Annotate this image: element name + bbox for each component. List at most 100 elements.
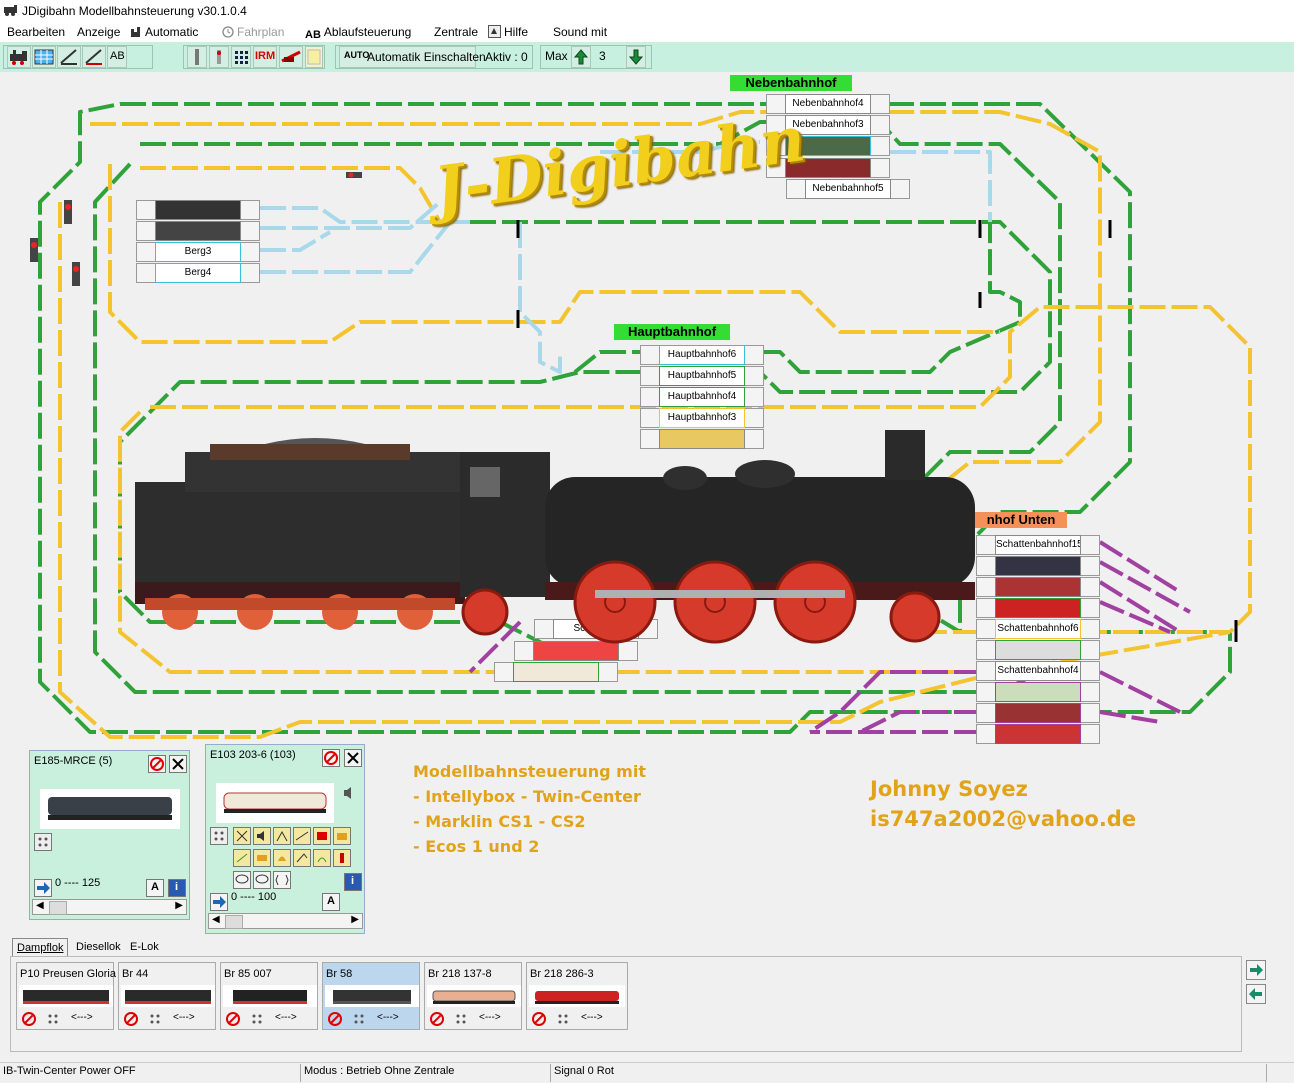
track-slot-schatten-lower-1[interactable] [514, 641, 638, 661]
info-button[interactable]: i [168, 879, 186, 897]
track-slot-schatten-occupied-3[interactable] [976, 598, 1100, 618]
track-yellow-inner[interactable] [58, 202, 1001, 739]
track-slot-nebenbahnhof4[interactable]: Nebenbahnhof4 [766, 94, 890, 114]
track-slot-hauptbahnhof-occupied[interactable] [640, 429, 764, 449]
gallery-next-button[interactable] [1246, 960, 1266, 980]
signal-tool-button[interactable] [187, 46, 207, 68]
track-purple[interactable] [468, 540, 1191, 734]
note-tool-button[interactable] [305, 46, 323, 68]
stop-icon[interactable] [429, 1011, 445, 1027]
track-slot-berg1[interactable] [136, 200, 260, 220]
track-slot-hauptbahnhof3[interactable]: Hauptbahnhof3 [640, 408, 764, 428]
dots-icon[interactable] [249, 1011, 265, 1027]
address-button[interactable]: A [146, 879, 164, 897]
track-green-mid[interactable] [118, 220, 1052, 649]
track-slot-schattenbahnhof4[interactable]: Schattenbahnhof4 [976, 661, 1100, 681]
track-slot-nebenbahnhof3[interactable]: Nebenbahnhof3 [766, 115, 890, 135]
tab-dampflok[interactable]: Dampflok [12, 938, 69, 956]
locomotive-tool-button[interactable] [7, 46, 31, 68]
track-slot-schatten-lower-2[interactable] [494, 662, 618, 682]
max-down-button[interactable] [626, 46, 646, 68]
function-f11-button[interactable] [313, 849, 331, 867]
track-yellow-hb-inner[interactable] [150, 305, 1252, 634]
track-slot-schatten-occupied-6[interactable] [976, 703, 1100, 723]
track-draw-button[interactable] [82, 46, 106, 68]
function-f12-button[interactable] [333, 849, 351, 867]
menu-fahrplan[interactable]: Fahrplan [222, 25, 284, 39]
track-slot-hauptbahnhof4[interactable]: Hauptbahnhof4 [640, 387, 764, 407]
function-f9-button[interactable] [273, 849, 291, 867]
track-layout-canvas[interactable]: Nebenbahnhof Hauptbahnhof nhof Unten Neb… [0, 72, 1294, 934]
ab-tool-button[interactable]: AB [107, 46, 127, 68]
function-f13-button[interactable] [233, 871, 251, 889]
info-button[interactable]: i [344, 873, 362, 891]
dots-tool-button[interactable] [231, 46, 251, 68]
close-button[interactable] [344, 749, 362, 767]
track-slot-schatten-occupied-5[interactable] [976, 682, 1100, 702]
function-f15-button[interactable] [273, 871, 291, 889]
track-slot-schatten-occupied-4[interactable] [976, 640, 1100, 660]
signal-light-icon[interactable] [346, 170, 362, 180]
track-slot-schattenbahnhof6[interactable]: Schattenbahnhof6 [976, 619, 1100, 639]
function-f7-button[interactable] [233, 849, 251, 867]
direction-button[interactable] [210, 893, 228, 911]
stop-button[interactable] [148, 755, 166, 773]
stop-icon[interactable] [21, 1011, 37, 1027]
grid-tool-button[interactable] [32, 46, 56, 68]
track-slot-nebenbahnhof-occupied-2[interactable] [766, 158, 890, 178]
steam-train-button[interactable] [279, 46, 303, 68]
lok-card-br44[interactable]: Br 44 <---> [118, 962, 216, 1030]
track-green-outer[interactable] [38, 102, 1232, 734]
function-f3-button[interactable] [273, 827, 291, 845]
function-f8-button[interactable] [253, 849, 271, 867]
function-f6-button[interactable] [333, 827, 351, 845]
stop-icon[interactable] [123, 1011, 139, 1027]
menu-anzeige[interactable]: Anzeige [77, 25, 121, 39]
track-slot-schatten-occupied-1[interactable] [976, 556, 1100, 576]
function-dots-button[interactable] [34, 833, 52, 851]
tab-diesellok[interactable]: Diesellok [76, 941, 121, 953]
contact-tool-button[interactable] [209, 46, 229, 68]
track-slot-nebenbahnhof-occupied[interactable] [766, 136, 890, 156]
menu-hilfe[interactable]: Hilfe [488, 25, 528, 39]
dots-icon[interactable] [555, 1011, 571, 1027]
stop-icon[interactable] [225, 1011, 241, 1027]
track-slot-schattenbahnhof15[interactable]: Schattenbahnhof15 [976, 535, 1100, 555]
stop-icon[interactable] [327, 1011, 343, 1027]
max-up-button[interactable] [571, 46, 591, 68]
close-button[interactable] [169, 755, 187, 773]
signal-light-icon[interactable] [70, 262, 82, 286]
menu-zentrale[interactable]: Zentrale [434, 25, 479, 39]
lok-card-br85[interactable]: Br 85 007 <---> [220, 962, 318, 1030]
track-yellow-loop[interactable] [108, 164, 1000, 344]
track-edit-button[interactable] [57, 46, 81, 68]
function-f5-button[interactable] [313, 827, 331, 845]
speaker-icon[interactable] [342, 785, 356, 801]
track-slot-hauptbahnhof5[interactable]: Hauptbahnhof5 [640, 366, 764, 386]
signal-light-icon[interactable] [28, 238, 40, 262]
speed-slider[interactable]: ◀ ▶ [208, 913, 363, 929]
lok-card-br218-286[interactable]: Br 218 286-3 <---> [526, 962, 628, 1030]
menu-automatic[interactable]: Automatic [130, 25, 198, 39]
signal-light-icon[interactable] [62, 200, 74, 224]
lok-control-panel-2[interactable]: E103 203-6 (103) i [205, 744, 365, 934]
track-slot-schatten-occupied-2[interactable] [976, 577, 1100, 597]
gallery-prev-button[interactable] [1246, 984, 1266, 1004]
track-slot-schatten-occupied-7[interactable] [976, 724, 1100, 744]
speed-slider[interactable]: ◀ ▶ [32, 899, 187, 915]
address-button[interactable]: A [322, 893, 340, 911]
function-f2-button[interactable] [253, 827, 271, 845]
direction-button[interactable] [34, 879, 52, 897]
automatic-on-button[interactable]: AUTO Automatik Einschalten [339, 46, 486, 68]
lok-control-panel-1[interactable]: E185-MRCE (5) 0 ---- 125 A i ◀ ▶ [29, 750, 190, 920]
function-f4-button[interactable] [293, 827, 311, 845]
track-slot-nebenbahnhof5[interactable]: Nebenbahnhof5 [786, 179, 910, 199]
dots-icon[interactable] [45, 1011, 61, 1027]
dots-icon[interactable] [453, 1011, 469, 1027]
function-dots-button[interactable] [210, 827, 228, 845]
track-slot-berg2[interactable] [136, 221, 260, 241]
function-f1-button[interactable] [233, 827, 251, 845]
menu-bearbeiten[interactable]: Bearbeiten [7, 25, 66, 39]
stop-icon[interactable] [531, 1011, 547, 1027]
dots-icon[interactable] [351, 1011, 367, 1027]
